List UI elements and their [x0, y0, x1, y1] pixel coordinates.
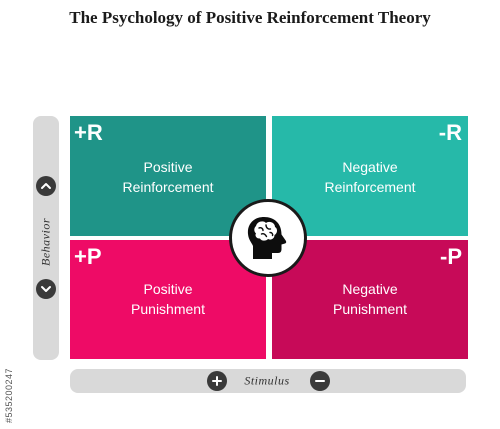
behavior-axis-bar — [33, 116, 59, 360]
quadrant-label-line2: Punishment — [333, 301, 407, 317]
quadrant-label-line2: Punishment — [131, 301, 205, 317]
quadrant-symbol: +R — [74, 120, 103, 145]
stock-id: #535200247 — [4, 367, 14, 423]
chevron-down-icon — [36, 279, 56, 299]
quadrant-label-line1: Positive — [143, 159, 193, 175]
stimulus-axis-bar — [70, 369, 466, 393]
quadrant-positive-punishment: +P Positive Punishment — [70, 240, 266, 359]
quadrant-label-line1: Positive — [143, 281, 193, 297]
quadrant-symbol: -P — [440, 244, 462, 269]
quadrant-label-line1: Negative — [342, 281, 398, 297]
chevron-up-icon — [36, 176, 56, 196]
quadrant-negative-reinforcement: -R Negative Reinforcement — [272, 116, 468, 236]
quadrant-label: Negative Reinforcement — [300, 157, 440, 197]
center-circle — [229, 199, 307, 277]
quadrant-label: Positive Reinforcement — [98, 157, 238, 197]
quadrant-symbol: -R — [438, 120, 462, 145]
plus-icon — [207, 371, 227, 391]
quadrant-positive-reinforcement: +R Positive Reinforcement — [70, 116, 266, 236]
head-brain-icon — [247, 217, 287, 259]
diagram-title: The Psychology of Positive Reinforcement… — [69, 8, 431, 27]
quadrant-symbol: +P — [74, 244, 102, 269]
quadrant-label: Negative Punishment — [300, 279, 440, 319]
quadrant-label-line2: Reinforcement — [122, 179, 214, 195]
quadrant-negative-punishment: -P Negative Punishment — [272, 240, 468, 359]
quadrant-label-line1: Negative — [342, 159, 398, 175]
quadrant-label: Positive Punishment — [98, 279, 238, 319]
stimulus-axis-label: Stimulus — [244, 373, 290, 388]
behavior-axis-label: Behavior — [38, 218, 53, 266]
minus-icon — [310, 371, 330, 391]
quadrant-label-line2: Reinforcement — [324, 179, 416, 195]
